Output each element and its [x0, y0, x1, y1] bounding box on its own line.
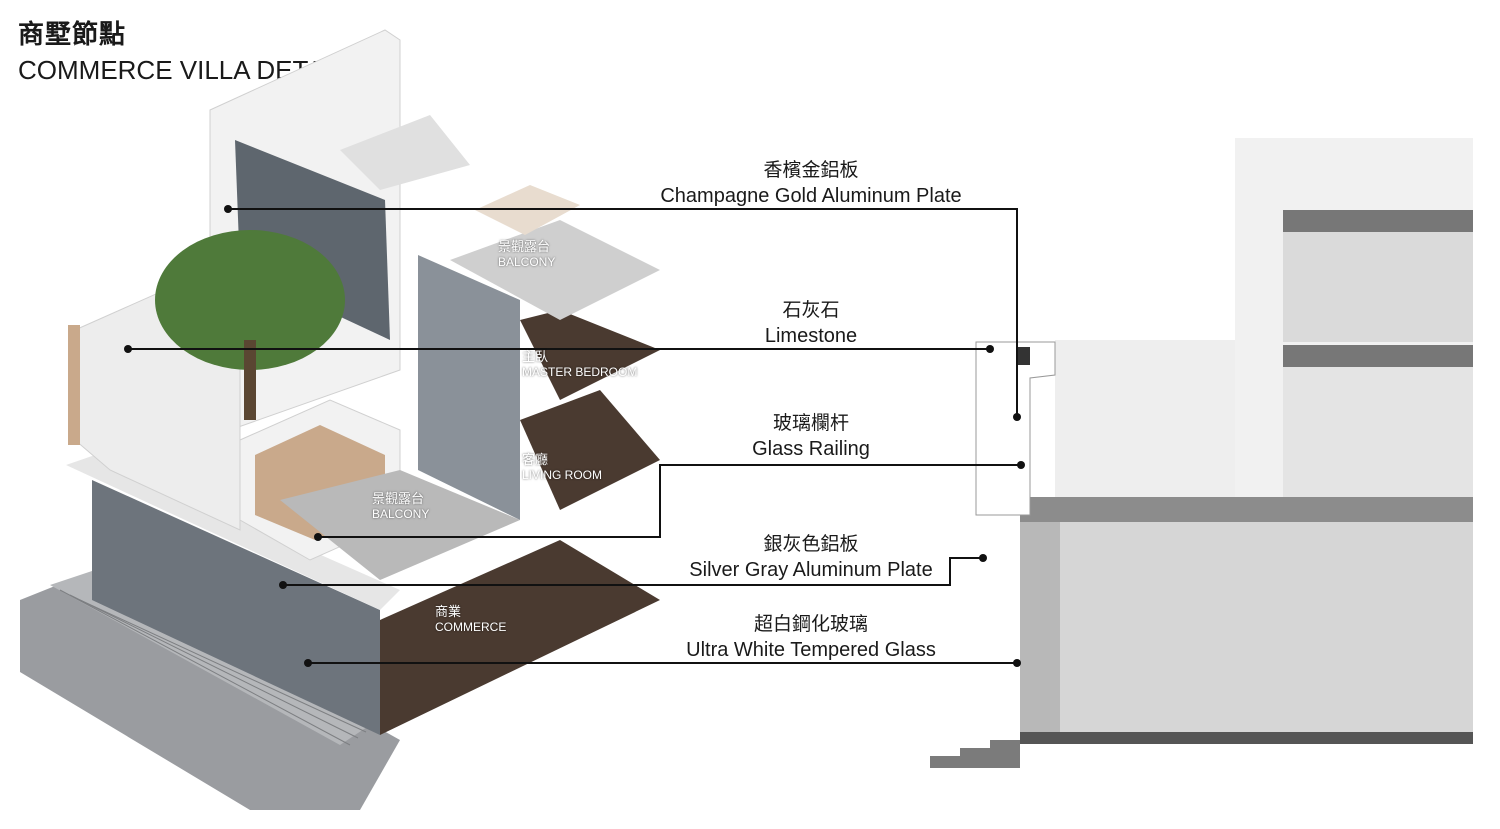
section-slab [1020, 497, 1473, 522]
section-stone-box [1018, 347, 1030, 365]
upper-frame-opening [235, 140, 390, 340]
section-mid-block [1055, 340, 1235, 500]
section-ground-steps [930, 740, 1020, 768]
section-upper-room-2 [1283, 367, 1473, 497]
leader-dots [124, 205, 1025, 667]
section-facade-glass [1020, 522, 1060, 732]
callout-ultra-white-glass: 超白鋼化玻璃 Ultra White Tempered Glass [621, 611, 1001, 663]
living-floor [520, 390, 660, 510]
room-label-commerce: 商業 COMMERCE [435, 605, 507, 634]
glass-tower [418, 255, 520, 520]
room-label-balcony-upper: 景觀露台 BALCONY [498, 240, 556, 269]
section-ground-room [1060, 522, 1473, 732]
title-zh: 商墅節點 [18, 20, 127, 50]
commerce-floor [380, 540, 660, 735]
balcony-slab [450, 220, 660, 320]
section-upper-floor-2 [1283, 345, 1473, 367]
leader-champagne-gold [228, 208, 1018, 417]
callout-en: Ultra White Tempered Glass [686, 639, 936, 661]
leader-lines [128, 208, 1021, 664]
callout-zh: 石灰石 [782, 299, 840, 321]
room-label-living-room: 客廳 LIVING ROOM [522, 453, 603, 482]
section-ground-slab [1020, 732, 1473, 744]
step-lines [59, 589, 367, 746]
roof-terrace [340, 115, 470, 190]
lower-balcony-slab [280, 470, 520, 580]
axonometric-model [20, 29, 660, 810]
left-wing-gold-panel [68, 325, 80, 445]
callout-champagne-gold: 香檳金鋁板 Champagne Gold Aluminum Plate [621, 157, 1001, 209]
courtyard-tree-trunk [244, 340, 256, 420]
section-upper-floor-1 [1283, 210, 1473, 232]
callout-zh: 香檳金鋁板 [763, 159, 859, 181]
wall-section [930, 138, 1473, 768]
callout-glass-railing: 玻璃欄杆 Glass Railing [621, 410, 1001, 462]
section-parapet [975, 341, 1056, 516]
callout-zh: 玻璃欄杆 [772, 412, 849, 434]
leader-silver-gray [283, 557, 983, 586]
callout-zh: 銀灰色鋁板 [763, 533, 859, 555]
callout-limestone: 石灰石 Limestone [621, 297, 1001, 349]
ground-floor-glass [92, 480, 380, 735]
room-label-balcony-lower: 景觀露台 BALCONY [372, 492, 430, 521]
callout-zh: 超白鋼化玻璃 [753, 613, 868, 635]
room-label-master-bedroom: 主臥 MASTER BEDROOM [522, 350, 638, 379]
ground-floor-slab [66, 455, 400, 610]
callout-en: Limestone [764, 325, 858, 347]
bedroom-floor [520, 310, 660, 400]
callout-en: Silver Gray Aluminum Plate [689, 559, 933, 581]
courtyard-tree-canopy [155, 230, 345, 370]
callout-en: Champagne Gold Aluminum Plate [660, 185, 962, 207]
callout-silver-gray: 銀灰色鋁板 Silver Gray Aluminum Plate [621, 531, 1001, 583]
section-upper-room-1 [1283, 232, 1473, 342]
callout-en: Glass Railing [752, 438, 870, 460]
leader-glass-railing [318, 464, 1021, 538]
ground-plaza [20, 570, 400, 810]
